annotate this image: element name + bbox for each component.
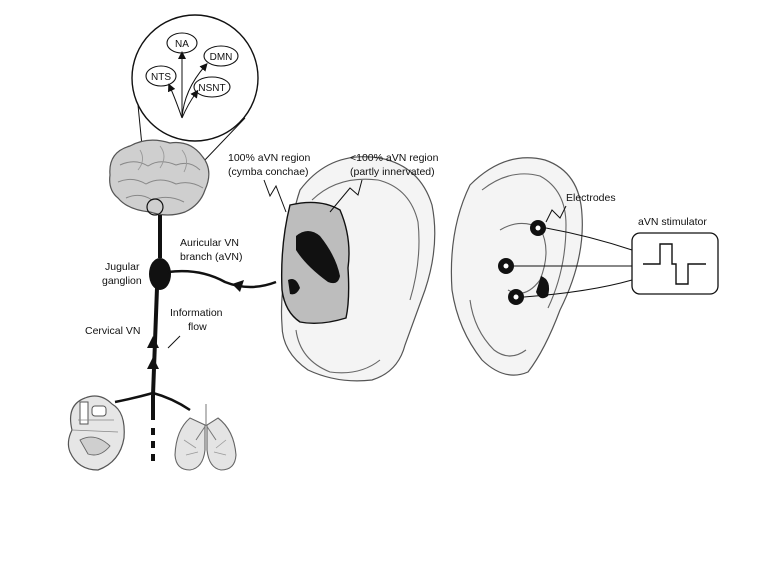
auricular-branch-label-2: branch (aVN) [180,251,242,263]
stimulator-box [631,232,719,295]
stimulator-label: aVN stimulator [638,216,707,228]
jugular-ganglion-label-1: Jugular [105,261,140,273]
information-flow-label-1: Information [170,307,223,319]
region-100-label-2: (cymba conchae) [228,166,309,178]
nucleus-nsnt: NSNT [193,76,231,98]
nucleus-dmn: DMN [203,45,239,67]
vagus-nerve-trunk [114,215,277,466]
nucleus-nts: NTS [145,65,177,87]
region-100-label-1: 100% aVN region [228,152,310,164]
electrodes-label: Electrodes [566,192,616,204]
electrode-wires [514,227,633,298]
nucleus-nsnt-label: NSNT [198,83,225,94]
ear-icon [280,156,436,382]
nuclei-branch-arrows [168,51,208,119]
nucleus-dmn-label: DMN [210,52,233,63]
lungs-icon [174,404,237,471]
auricular-branch-nerve [167,269,277,289]
nucleus-nts-label: NTS [151,72,171,83]
information-flow-label-2: flow [188,321,207,333]
jugular-ganglion [149,258,171,290]
auricular-branch-label-1: Auricular VN [180,237,239,249]
nucleus-na: NA [166,32,198,54]
electrode-icon-2 [498,258,514,274]
brain-icon [109,139,210,216]
cervical-vn-label: Cervical VN [85,325,140,337]
region-partial-label-2: (partly innervated) [350,166,435,178]
jugular-ganglion-label-2: ganglion [102,275,142,287]
nucleus-na-label: NA [175,39,189,50]
pulse-waveform-icon [643,243,706,285]
cymba-conchae-region [296,231,340,284]
electrode-icon-1 [530,220,546,236]
heart-icon [67,395,125,471]
brainstem-zoom-circle: NA DMN NTS NSNT [131,14,259,208]
region-partial-label-1: <100% aVN region [350,152,439,164]
information-flow-pointer [167,335,181,349]
electrode-icon-3 [508,289,524,305]
